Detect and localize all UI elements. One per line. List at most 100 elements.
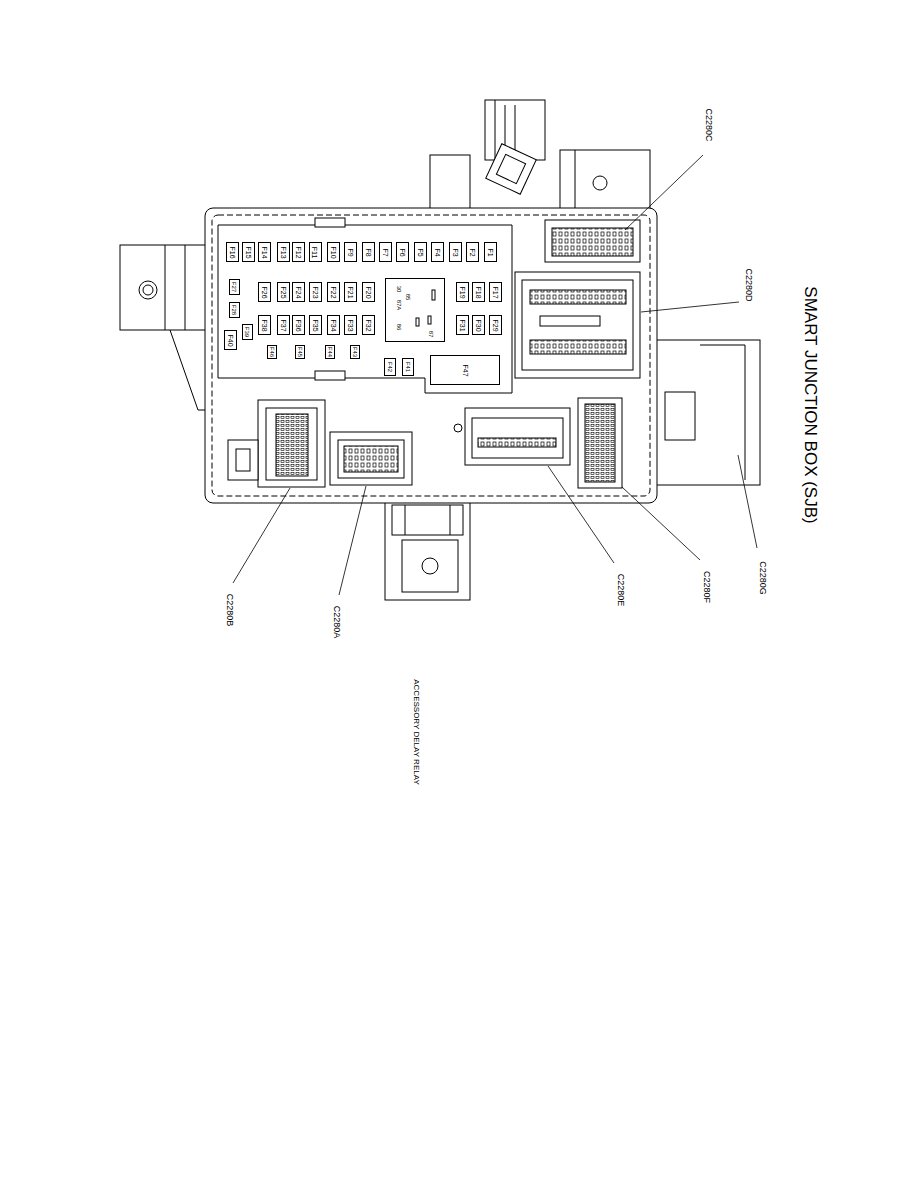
bolt-hole [422,558,438,574]
fuse-label: F27 [231,282,237,292]
post-rib [495,100,496,160]
leader-line [233,488,290,583]
fuse-label: F3 [451,248,458,256]
bolt-hole [139,281,157,299]
mounting-bracket [385,498,470,600]
fuse-label: F45 [297,347,303,357]
fuse-box: F40 [224,330,237,350]
fuse-box: F2 [466,242,479,262]
fuse-box: F15 [242,242,255,262]
fuse-box: F39 [242,324,253,340]
fuse-label: F39 [244,327,250,337]
connector-shroud [522,280,633,370]
fuse-box: F34 [327,315,340,335]
fuse-box: F9 [344,242,357,262]
relay-pin-number: 87 [428,331,434,338]
fuse-label: F8 [364,248,371,256]
bracket-rib [405,505,406,535]
fuse-label: F18 [475,286,482,298]
connector-callout: C2280D [744,268,753,301]
fuse-box: F27 [229,279,240,295]
connector-callout: C2280A [332,606,341,639]
fuse-label: F10 [330,246,337,258]
connector-c2280a [330,432,412,485]
fuse-label: F15 [245,246,252,258]
connector-shroud [338,440,404,478]
relay-pin-number: 85 [405,294,411,301]
connector-key [540,316,600,326]
fuse-label: F2 [468,248,475,256]
housing-tab [430,155,470,212]
fuse-label: F41 [405,362,411,372]
leader-line [738,455,757,548]
leader-line [339,486,366,595]
bracket-edge [575,150,576,212]
fuse-label: F42 [387,362,393,372]
fuse-box: F22 [327,282,340,302]
fuse-label: F21 [347,286,354,298]
relay-pin-number: 87A [396,300,402,311]
fuse-box: F44 [325,345,335,359]
fuse-label: F30 [475,319,482,331]
connector-c2280e [465,408,570,465]
fuse-label: F31 [459,319,466,331]
fuse-box: F5 [414,242,427,262]
component-label: ACCESSORY DELAY RELAY [412,679,420,785]
fuse-label: F47 [462,364,469,376]
connector-shroud [266,408,317,480]
fuse-box: F4 [431,242,444,262]
housing-boss [228,440,258,480]
fuse-label: F19 [459,286,466,298]
fuse-label: F23 [312,286,319,298]
fuse-box: F37 [277,315,290,335]
fuse-label: F26 [261,286,268,298]
connector-callout: C2280C [704,108,713,141]
fuse-label: F4 [433,248,440,256]
fuse-label: F12 [295,246,302,258]
bolt-hole [593,176,607,190]
connector-c2280d [515,272,640,378]
connector-pins [478,438,556,447]
fuse-box: F17 [489,282,502,302]
fuse-label: F38 [261,319,268,331]
connector-c2280c [545,220,640,262]
connector-shroud [472,418,563,458]
fuse-label: F22 [330,286,337,298]
fuse-label: F11 [312,246,319,258]
fuse-box: F25 [277,282,290,302]
bracket-top [392,505,463,535]
connector-pins [530,290,626,304]
fuse-label: F14 [261,246,268,258]
connector-latch [665,392,695,440]
connector-c2280f [578,398,622,488]
fuse-box: F36 [292,315,305,335]
fuse-box: F16 [226,242,239,262]
panel-latch [315,218,345,227]
panel-latch [315,371,345,380]
fuse-label: F5 [416,248,423,256]
fuse-box: F45 [295,345,305,359]
fuse-label: F6 [398,248,405,256]
fuse-box: F26 [258,282,271,302]
mounting-bracket [560,150,650,212]
leader-line [548,466,614,563]
fuse-box: F28 [229,302,240,318]
connector-callout: C2280B [225,594,234,627]
connector-c2280b [258,400,325,487]
housing-outline [205,208,657,503]
fuse-box: F35 [309,315,322,335]
fuse-label: F1 [486,248,493,256]
fuse-box: F20 [362,282,375,302]
fuse-box: F3 [449,242,462,262]
housing-latch [486,144,536,194]
bracket-frame [402,540,458,592]
fuse-label: F24 [295,286,302,298]
latch-inner [496,154,525,183]
connector-callout: C2280G [758,561,767,595]
fuse-box: F33 [344,315,357,335]
fuse-box: F12 [292,242,305,262]
fuse-panel [218,225,512,393]
connector-edge [700,345,745,480]
fuse-box: F23 [309,282,322,302]
fuse-box: F21 [344,282,357,302]
